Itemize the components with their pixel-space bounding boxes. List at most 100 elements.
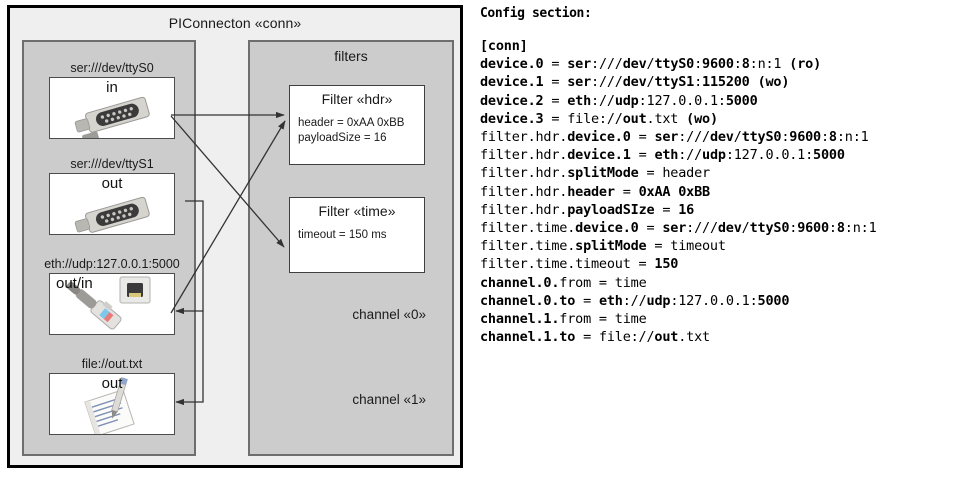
config-token: :/// — [591, 74, 623, 91]
config-section: Config section: [conn]device.0 = ser:///… — [480, 6, 960, 346]
device-file-box[interactable]: out — [49, 373, 175, 435]
config-line: device.2 = eth://udp:127.0.0.1:5000 — [480, 92, 960, 110]
config-token: filter.hdr. — [480, 183, 568, 200]
channel-1-label: channel «1» — [352, 392, 426, 407]
config-token: :127.0.0.1: — [670, 292, 758, 309]
config-token: udp — [646, 292, 671, 309]
device-eth-box[interactable]: out/in — [49, 273, 175, 335]
config-token: 8 — [828, 129, 837, 146]
config-token: 150 — [654, 256, 679, 273]
config-token: :// — [591, 92, 615, 109]
config-token: 8 — [741, 56, 750, 73]
config-token: header — [567, 183, 615, 200]
config-line: channel.0.to = eth://udp:127.0.0.1:5000 — [480, 292, 960, 310]
config-token: (wo) — [757, 74, 790, 91]
config-token: device.1 — [480, 74, 544, 91]
filter-hdr-props: header = 0xAA 0xBB payloadSize = 16 — [298, 117, 405, 144]
config-token: 9600 — [797, 220, 829, 237]
devices-panel: ser:///dev/ttyS0 in — [22, 40, 196, 456]
config-token: = time — [591, 311, 647, 328]
config-token: ttyS0 — [654, 56, 695, 73]
config-token: to — [559, 329, 576, 346]
config-token: filter.hdr. — [480, 129, 568, 146]
config-token: :n:1 — [844, 220, 877, 237]
filters-panel: filters Filter «hdr» header = 0xAA 0xBB … — [248, 40, 454, 456]
config-token: .txt — [646, 110, 687, 127]
config-token: 16 — [678, 201, 695, 218]
serial-port-icon — [74, 196, 150, 233]
config-line: device.3 = file://out.txt (wo) — [480, 110, 960, 128]
config-token: file:// — [567, 110, 623, 127]
device-file-direction: out — [101, 375, 123, 392]
device-ttyS0[interactable]: ser:///dev/ttyS0 in — [49, 60, 175, 139]
config-token: ser — [662, 220, 687, 237]
device-eth-direction: out/in — [56, 275, 93, 292]
config-token: :/// — [678, 129, 710, 146]
device-ttyS1-box[interactable]: out — [49, 173, 175, 235]
filter-time-box[interactable]: Filter «time» timeout = 150 ms — [289, 197, 425, 273]
config-token: 5000 — [813, 147, 845, 164]
config-token: / — [741, 220, 750, 237]
config-token: = — [630, 147, 655, 164]
config-token: 9600 — [702, 56, 734, 73]
filter-time-title: Filter «time» — [318, 203, 396, 219]
config-line: device.0 = ser:///dev/ttyS0:9600:8:n:1 (… — [480, 55, 960, 73]
config-token: eth — [654, 147, 679, 164]
config-token: device.1 — [567, 147, 631, 164]
config-token: 115200 — [702, 74, 750, 91]
config-token: payloadSIze — [567, 201, 655, 218]
config-line: channel.1.to = file://out.txt — [480, 328, 960, 346]
device-eth[interactable]: eth://udp:127.0.0.1:5000 out/in — [44, 256, 180, 335]
config-token: [conn] — [480, 38, 528, 54]
filter-hdr-box[interactable]: Filter «hdr» header = 0xAA 0xBB payloadS… — [289, 85, 425, 165]
config-token: ttyS0 — [741, 129, 782, 146]
config-token: : — [781, 129, 790, 146]
config-token: dev — [709, 129, 734, 146]
config-line: filter.hdr.device.1 = eth://udp:127.0.0.… — [480, 146, 960, 164]
config-token: : — [694, 74, 703, 91]
config-token: / — [733, 129, 742, 146]
ethernet-jack-icon — [66, 276, 151, 330]
channel-0-label: channel «0» — [352, 307, 426, 322]
config-token: :n:1 — [836, 129, 869, 146]
config-line: device.1 = ser:///dev/ttyS1:115200 (wo) — [480, 73, 960, 91]
device-ttyS0-label: ser:///dev/ttyS0 — [70, 61, 154, 75]
config-token: ser — [567, 74, 592, 91]
config-line: channel.0.from = time — [480, 274, 960, 292]
config-token: ser — [567, 56, 592, 73]
serial-port-icon — [74, 96, 150, 138]
device-ttyS0-box[interactable]: in — [49, 77, 175, 139]
device-file[interactable]: file://out.txt out — [49, 356, 175, 435]
config-token: dev — [622, 56, 647, 73]
config-token: to — [559, 292, 576, 309]
config-token: :127.0.0.1: — [725, 147, 814, 164]
config-token: :127.0.0.1: — [638, 92, 726, 109]
config-token: / — [646, 74, 655, 91]
device-ttyS1[interactable]: ser:///dev/ttyS1 out — [49, 156, 175, 235]
config-token: channel.0. — [480, 274, 560, 291]
config-token: = — [543, 110, 568, 127]
config-token: = timeout — [646, 238, 726, 255]
config-token: .txt — [678, 329, 710, 346]
config-line: filter.hdr.header = 0xAA 0xBB — [480, 183, 960, 201]
config-token: udp — [614, 92, 639, 109]
config-token: = — [543, 56, 568, 73]
config-heading: Config section: — [480, 6, 592, 21]
config-token: (wo) — [686, 110, 718, 127]
config-token: udp — [702, 147, 726, 164]
config-line: filter.time.timeout = 150 — [480, 255, 960, 273]
config-token: :// — [622, 292, 647, 309]
config-token: ttyS1 — [654, 74, 695, 91]
config-token: splitMode — [575, 238, 647, 255]
config-token: from — [559, 311, 591, 328]
config-token: :n:1 — [749, 56, 790, 73]
config-line: filter.time.splitMode = timeout — [480, 237, 960, 255]
config-token: dev — [717, 220, 742, 237]
config-line: filter.hdr.splitMode = header — [480, 164, 960, 182]
config-token: filter.hdr. — [480, 147, 568, 164]
piconnecton-diagram: PIConnecton «conn» ser:///dev/ttyS0 in — [7, 5, 463, 468]
config-token: device.2 — [480, 92, 544, 109]
config-line: filter.time.device.0 = ser:///dev/ttyS0:… — [480, 219, 960, 237]
config-token: filter.time.timeout = — [480, 256, 655, 273]
config-token: = — [575, 292, 599, 309]
